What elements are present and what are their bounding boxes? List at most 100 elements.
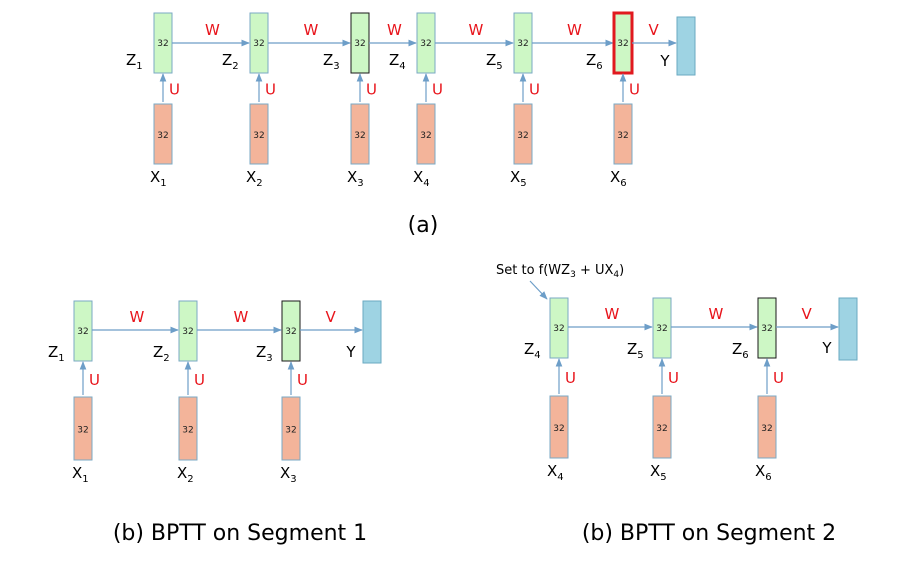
weight-w-label: W xyxy=(130,308,145,326)
hidden-unit xyxy=(178,300,198,362)
weight-v-label: V xyxy=(649,21,660,39)
weight-w-label: W xyxy=(605,305,620,323)
weight-u-label: U xyxy=(773,369,784,387)
input-unit-size: 32 xyxy=(354,131,365,141)
hidden-label: Z6 xyxy=(732,340,749,361)
input-unit-size: 32 xyxy=(761,424,772,434)
hidden-unit-size: 32 xyxy=(617,39,628,49)
input-label: X2 xyxy=(246,168,263,189)
weight-u-label: U xyxy=(565,369,576,387)
input-label: X1 xyxy=(72,464,89,485)
caption-b1: (b) BPTT on Segment 1 xyxy=(113,521,367,546)
caption-a: (a) xyxy=(408,213,439,238)
input-unit xyxy=(613,103,633,165)
hidden-label: Z1 xyxy=(126,51,143,72)
input-unit xyxy=(416,103,436,165)
input-label: X2 xyxy=(177,464,194,485)
input-unit xyxy=(513,103,533,165)
weight-w-label: W xyxy=(469,21,484,39)
input-label: X1 xyxy=(150,168,167,189)
input-unit xyxy=(549,395,569,459)
input-unit xyxy=(178,396,198,461)
hidden-label: Z3 xyxy=(323,51,340,72)
input-label: X4 xyxy=(413,168,430,189)
hidden-label: Z2 xyxy=(153,343,170,364)
hidden-unit-size: 32 xyxy=(553,324,564,334)
input-label: X6 xyxy=(610,168,627,189)
hidden-unit-size: 32 xyxy=(656,324,667,334)
weight-w-label: W xyxy=(234,308,249,326)
hidden-unit-size: 32 xyxy=(77,327,88,337)
input-label: X3 xyxy=(280,464,297,485)
input-unit xyxy=(350,103,370,165)
input-unit xyxy=(281,396,301,461)
weight-u-label: U xyxy=(194,371,205,389)
weight-v-label: V xyxy=(802,305,813,323)
hidden-unit xyxy=(549,297,569,359)
input-unit xyxy=(73,396,93,461)
input-unit-size: 32 xyxy=(77,426,88,436)
input-unit xyxy=(757,395,777,459)
annotation-arrow xyxy=(529,280,548,300)
weight-w-label: W xyxy=(709,305,724,323)
hidden-unit xyxy=(281,300,301,362)
input-unit-size: 32 xyxy=(157,131,168,141)
weight-u-label: U xyxy=(629,81,640,99)
hidden-unit-size: 32 xyxy=(761,324,772,334)
input-unit-size: 32 xyxy=(420,131,431,141)
output-unit xyxy=(362,300,382,364)
output-unit xyxy=(838,297,858,361)
input-label: X5 xyxy=(510,168,527,189)
input-label: X3 xyxy=(347,168,364,189)
input-unit-size: 32 xyxy=(517,131,528,141)
hidden-unit-size: 32 xyxy=(517,39,528,49)
input-unit xyxy=(153,103,173,165)
weight-w-label: W xyxy=(567,21,582,39)
hidden-unit xyxy=(757,297,777,359)
hidden-label: Z4 xyxy=(389,51,406,72)
input-unit xyxy=(249,103,269,165)
weight-u-label: U xyxy=(366,81,377,99)
weight-w-label: W xyxy=(304,21,319,39)
input-label: X6 xyxy=(755,462,772,483)
hidden-label: Z2 xyxy=(222,51,239,72)
hidden-unit xyxy=(73,300,93,362)
weight-u-label: U xyxy=(169,81,180,99)
input-unit-size: 32 xyxy=(656,424,667,434)
weight-u-label: U xyxy=(432,81,443,99)
init-annotation: Set to f(WZ3 + UX4) xyxy=(496,263,624,280)
hidden-unit xyxy=(652,297,672,359)
output-label: Y xyxy=(659,52,670,70)
hidden-unit-size: 32 xyxy=(182,327,193,337)
hidden-label: Z5 xyxy=(486,51,503,72)
weight-u-label: U xyxy=(668,369,679,387)
hidden-label: Z1 xyxy=(48,343,65,364)
hidden-label: Z5 xyxy=(627,340,644,361)
input-label: X5 xyxy=(650,462,667,483)
weight-u-label: U xyxy=(265,81,276,99)
hidden-unit-size: 32 xyxy=(354,39,365,49)
output-label: Y xyxy=(821,339,832,357)
hidden-label: Z3 xyxy=(256,343,273,364)
panel-a: 3232UZ1X1W3232UZ2X2W3232UZ3X3W3232UZ4X4W… xyxy=(126,11,696,189)
weight-u-label: U xyxy=(529,81,540,99)
hidden-unit-size: 32 xyxy=(253,39,264,49)
weight-u-label: U xyxy=(297,371,308,389)
weight-u-label: U xyxy=(89,371,100,389)
hidden-unit-size: 32 xyxy=(157,39,168,49)
input-unit-size: 32 xyxy=(285,426,296,436)
hidden-unit-size: 32 xyxy=(420,39,431,49)
input-label: X4 xyxy=(547,462,564,483)
input-unit-size: 32 xyxy=(253,131,264,141)
input-unit xyxy=(652,395,672,459)
weight-w-label: W xyxy=(205,21,220,39)
output-unit xyxy=(676,16,696,76)
input-unit-size: 32 xyxy=(553,424,564,434)
hidden-label: Z4 xyxy=(524,340,541,361)
output-label: Y xyxy=(345,343,356,361)
input-unit-size: 32 xyxy=(182,426,193,436)
hidden-unit-size: 32 xyxy=(285,327,296,337)
